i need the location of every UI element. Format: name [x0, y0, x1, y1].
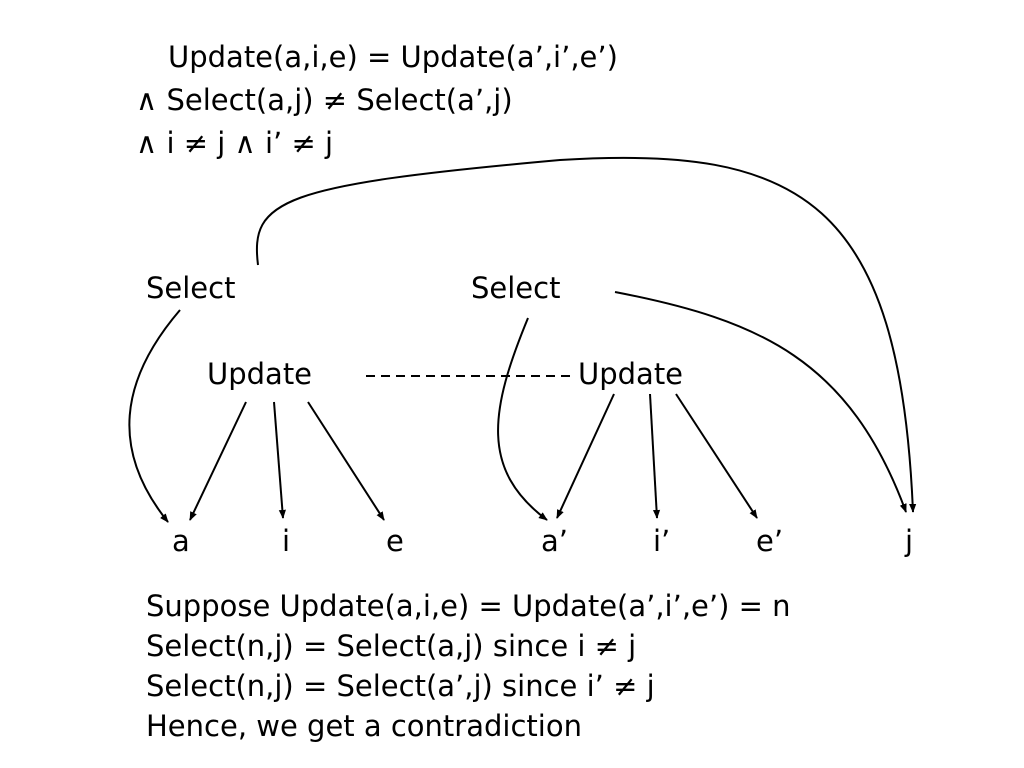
edge-update-right-to-e-prime	[675, 393, 758, 519]
node-leaf-e: e	[386, 524, 404, 558]
node-update-right: Update	[578, 357, 684, 391]
edge-update-right-to-i-prime	[649, 393, 661, 519]
edge-update-left-to-i	[273, 401, 286, 519]
edge-update-left-to-a	[189, 401, 247, 521]
edge-select-right-to-j	[614, 291, 907, 513]
premise-line-1: Update(a,i,e) = Update(a’,i’,e’)	[168, 40, 618, 74]
node-leaf-a-prime: a’	[541, 524, 568, 558]
node-leaf-e-prime: e’	[756, 524, 784, 558]
proof-line-3: Select(n,j) = Select(a’,j) since i’ ≠ j	[146, 669, 655, 703]
node-update-left: Update	[207, 357, 313, 391]
premise-line-2: ∧ Select(a,j) ≠ Select(a’,j)	[136, 83, 513, 117]
edge-update-right-to-a-prime	[556, 393, 615, 519]
edge-select-left-to-a	[128, 309, 181, 523]
node-select-left: Select	[146, 271, 236, 305]
node-leaf-j: j	[905, 524, 914, 558]
proof-line-1: Suppose Update(a,i,e) = Update(a’,i’,e’)…	[146, 589, 791, 623]
proof-line-4: Hence, we get a contradiction	[146, 709, 582, 743]
node-leaf-i: i	[282, 524, 291, 558]
node-select-right: Select	[471, 271, 561, 305]
node-leaf-i-prime: i’	[653, 524, 671, 558]
edge-select-left-to-j	[255, 156, 917, 513]
edge-update-left-to-e	[307, 401, 385, 521]
premise-line-3: ∧ i ≠ j ∧ i’ ≠ j	[136, 126, 334, 160]
proof-line-2: Select(n,j) = Select(a,j) since i ≠ j	[146, 629, 637, 663]
edge-select-right-to-a-prime	[497, 317, 548, 521]
node-leaf-a: a	[172, 524, 190, 558]
